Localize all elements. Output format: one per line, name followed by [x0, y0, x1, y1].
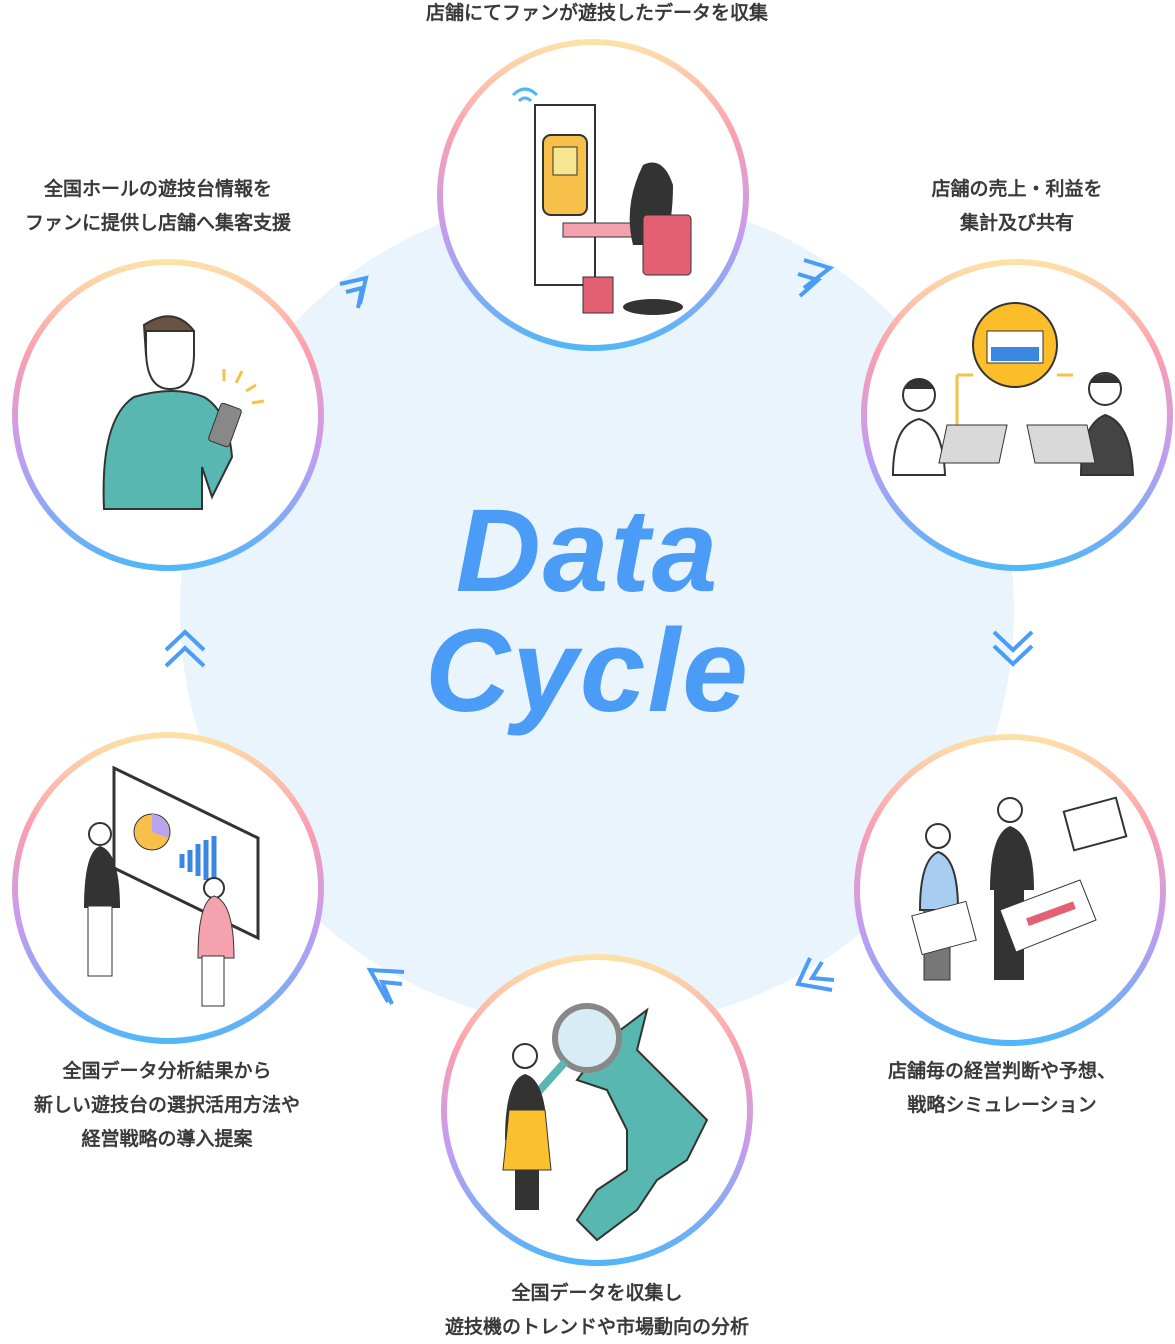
sales-meeting-illustration	[891, 302, 1135, 476]
chevron-down-icon	[992, 630, 1034, 667]
label-line: 全国データ分析結果から	[62, 1060, 272, 1082]
chevron-down-right-icon	[797, 258, 835, 298]
strategy-simulation-illustration	[911, 796, 1128, 981]
step-label-proposal: 全国データ分析結果から 新しい遊技台の選択活用方法や 経営戦略の導入提案	[34, 1054, 300, 1156]
step-strategy-node	[854, 734, 1166, 1046]
title-cycle: Cycle	[425, 605, 750, 737]
chevron-up-icon	[164, 629, 206, 668]
chevron-up-right-icon	[339, 275, 369, 309]
presentation-illustration	[84, 765, 260, 1007]
label-line: 新しい遊技台の選択活用方法や	[33, 1094, 301, 1116]
step-label-sales-sharing: 店舗の売上・利益を 集計及び共有	[931, 172, 1102, 240]
step-label-fan-support: 全国ホールの遊技台情報を ファンに提供し店舗へ集客支援	[25, 172, 291, 240]
store-gaming-machine-illustration	[511, 87, 692, 315]
map-analysis-illustration	[502, 1003, 709, 1242]
step-market-analysis-node	[441, 954, 753, 1266]
step-label-collect-data: 店舗にてファンが遊技したデータを収集	[426, 0, 768, 30]
step-fan-support-node	[12, 259, 324, 571]
step-proposal-node	[12, 732, 324, 1044]
step-label-market-analysis: 全国データを収集し 遊技機のトレンドや市場動向の分析	[445, 1276, 749, 1344]
label-line: 遊技機のトレンドや市場動向の分析	[444, 1316, 750, 1338]
label-line: 集計及び共有	[959, 212, 1075, 234]
smartphone-user-illustration	[102, 315, 265, 510]
label-line: 戦略シミュレーション	[907, 1094, 1097, 1116]
title-data: Data	[455, 485, 720, 617]
label-line: 全国ホールの遊技台情報を	[43, 178, 273, 200]
label-line: 店舗にてファンが遊技したデータを収集	[425, 2, 769, 24]
step-sales-sharing-node	[861, 259, 1173, 571]
label-line: 経営戦略の導入提案	[81, 1128, 253, 1150]
chevron-up-left-icon	[366, 967, 405, 1005]
label-line: 全国データを収集し	[511, 1282, 683, 1304]
step-collect-data-node	[437, 39, 749, 351]
label-line: 店舗毎の経営判断や予想、	[887, 1060, 1117, 1082]
label-line: 店舗の売上・利益を	[931, 178, 1103, 200]
chevron-down-left-icon	[795, 957, 835, 992]
label-line: ファンに提供し店舗へ集客支援	[24, 212, 292, 234]
step-label-strategy: 店舗毎の経営判断や予想、 戦略シミュレーション	[888, 1054, 1116, 1122]
